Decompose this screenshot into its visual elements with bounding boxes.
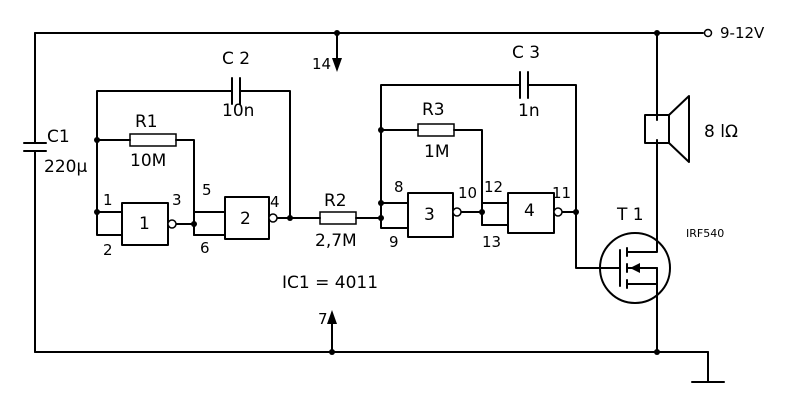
c3-value: 1n <box>518 101 540 121</box>
r2-value: 2,7M <box>315 231 357 251</box>
gate4-label: 4 <box>524 201 535 221</box>
resistor-r1 <box>129 133 177 147</box>
pin-4: 4 <box>270 193 280 211</box>
c1-value: 220µ <box>44 157 87 177</box>
pin-10: 10 <box>458 184 477 202</box>
junction-dot <box>479 209 485 215</box>
junction-dot <box>94 137 100 143</box>
pin-1: 1 <box>103 191 113 209</box>
pin-3: 3 <box>172 191 182 209</box>
junction-dot <box>654 30 660 36</box>
resistor-r2 <box>319 211 382 225</box>
drain-source-wiring <box>656 32 725 383</box>
gate-4 <box>507 192 563 234</box>
gate-1 <box>121 202 177 246</box>
r1-name: R1 <box>135 112 158 132</box>
c2-name: C 2 <box>222 49 250 69</box>
pin-11: 11 <box>552 184 571 202</box>
pin14-arrow <box>332 32 342 72</box>
supply-terminal <box>703 28 713 38</box>
stage2-wiring <box>380 71 601 269</box>
pin-12: 12 <box>484 178 503 196</box>
resistor-r3 <box>417 123 455 137</box>
capacitor-c1 <box>23 32 47 353</box>
transistor-name: T 1 <box>616 205 644 225</box>
c3-name: C 3 <box>512 43 540 63</box>
speaker-label: 8 lΩ <box>704 122 738 142</box>
pin-6: 6 <box>200 239 210 257</box>
junction-dot <box>191 221 197 227</box>
junction-dot <box>334 30 340 36</box>
positive-rail <box>34 28 713 38</box>
junction-dot <box>378 215 384 221</box>
r1-value: 10M <box>130 151 166 171</box>
mosfet-t1 <box>599 229 671 304</box>
r3-name: R3 <box>422 100 445 120</box>
supply-label: 9-12V <box>720 24 765 42</box>
junction-dot <box>329 349 335 355</box>
ic-label: IC1 = 4011 <box>282 273 378 293</box>
pin-5: 5 <box>202 181 212 199</box>
pin-2: 2 <box>103 241 113 259</box>
pin7-arrow <box>327 310 337 353</box>
transistor-part: IRF540 <box>686 227 724 240</box>
c2-value: 10n <box>222 101 254 121</box>
pin-9: 9 <box>389 233 399 251</box>
junction-dot <box>94 209 100 215</box>
pin-7: 7 <box>318 310 328 328</box>
junction-dot <box>378 200 384 206</box>
gate-2 <box>224 196 278 240</box>
pin-13: 13 <box>482 233 501 251</box>
stage1-wiring <box>96 77 321 236</box>
r3-value: 1M <box>424 142 449 162</box>
c1-name: C1 <box>47 127 70 147</box>
gate-3 <box>407 192 462 238</box>
junction-dot <box>654 349 660 355</box>
pin-8: 8 <box>394 178 404 196</box>
speaker-icon <box>644 95 690 163</box>
junction-dot <box>378 127 384 133</box>
gate2-label: 2 <box>240 209 251 229</box>
gate1-label: 1 <box>139 214 150 234</box>
gate3-label: 3 <box>424 205 435 225</box>
junction-dot <box>573 209 579 215</box>
junction-dot <box>287 215 293 221</box>
r2-name: R2 <box>324 191 347 211</box>
pin-14: 14 <box>312 55 331 73</box>
